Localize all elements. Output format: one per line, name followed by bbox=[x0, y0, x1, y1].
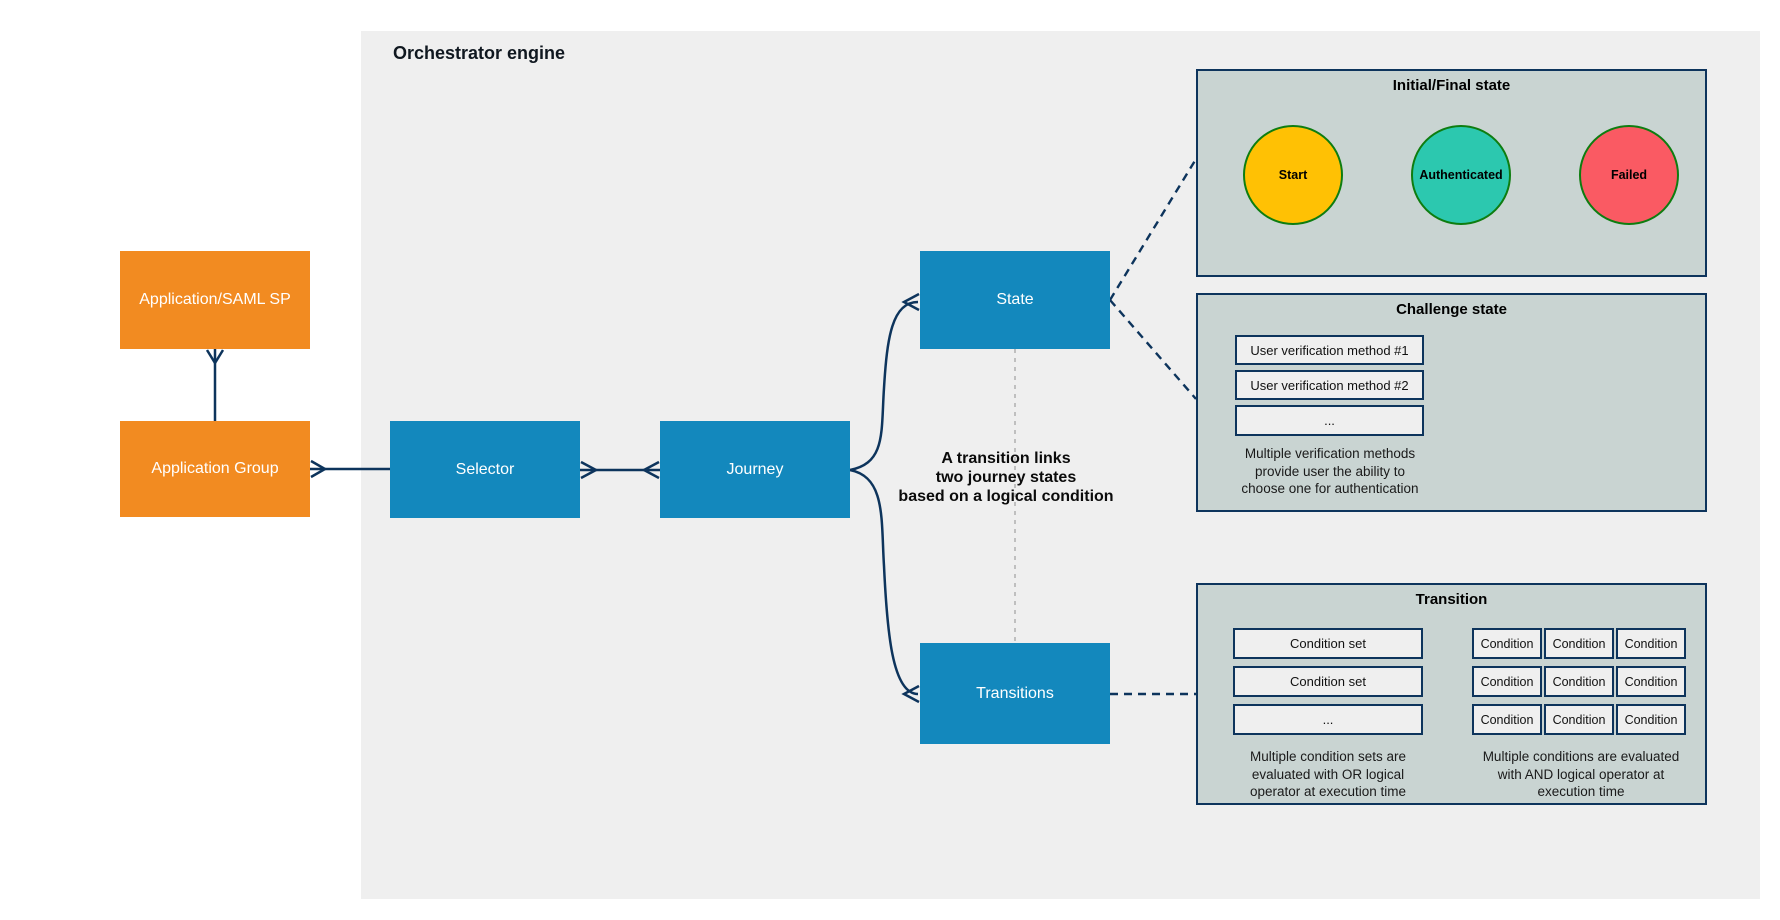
and-caption-line: with AND logical operator at bbox=[1497, 766, 1665, 782]
saml-crowfoot bbox=[205, 349, 225, 366]
transition-annotation-line: based on a logical condition bbox=[898, 488, 1114, 505]
transition-annotation: A transition links two journey states ba… bbox=[876, 449, 1136, 506]
node-journey-label: Journey bbox=[726, 460, 784, 478]
node-application-group-label: Application Group bbox=[151, 460, 279, 477]
condition-label: Condition bbox=[1552, 674, 1606, 689]
condition-label: Condition bbox=[1552, 636, 1606, 651]
state-circle-authenticated-label: Authenticated bbox=[1419, 168, 1503, 182]
state-circle-authenticated: Authenticated bbox=[1411, 125, 1511, 225]
condition-set-label: ... bbox=[1322, 712, 1334, 727]
node-transitions-label: Transitions bbox=[976, 684, 1054, 702]
state-circle-start: Start bbox=[1243, 125, 1343, 225]
node-application-group: Application Group bbox=[120, 421, 310, 517]
condition-cell: Condition bbox=[1544, 666, 1614, 697]
node-application-saml-sp-label: Application/SAML SP bbox=[139, 291, 291, 308]
condition-cell: Condition bbox=[1544, 628, 1614, 659]
node-journey: Journey bbox=[660, 421, 850, 518]
node-selector-label: Selector bbox=[455, 460, 515, 478]
state-circle-failed: Failed bbox=[1579, 125, 1679, 225]
and-caption: Multiple conditions are evaluated with A… bbox=[1456, 748, 1706, 801]
or-caption: Multiple condition sets are evaluated wi… bbox=[1208, 748, 1448, 801]
condition-label: Condition bbox=[1480, 674, 1534, 689]
or-caption-line: Multiple condition sets are bbox=[1249, 749, 1407, 764]
node-application-saml-sp: Application/SAML SP bbox=[120, 251, 310, 349]
node-state: State bbox=[920, 251, 1110, 349]
node-transitions: Transitions bbox=[920, 643, 1110, 744]
panel-transition-title: Transition bbox=[1415, 591, 1488, 608]
condition-cell: Condition bbox=[1544, 704, 1614, 735]
verification-method-label: User verification method #2 bbox=[1250, 377, 1409, 393]
state-circle-start-label: Start bbox=[1278, 168, 1308, 182]
page-title: Orchestrator engine bbox=[393, 43, 566, 63]
condition-set-box: Condition set bbox=[1233, 666, 1423, 697]
panel-challenge-title: Challenge state bbox=[1396, 301, 1507, 318]
condition-cell: Condition bbox=[1616, 666, 1686, 697]
condition-label: Condition bbox=[1624, 712, 1678, 727]
panel-transition: Transition Condition set Condition set .… bbox=[1196, 583, 1707, 805]
condition-cell: Condition bbox=[1472, 704, 1542, 735]
or-caption-line: operator at execution time bbox=[1249, 784, 1407, 799]
verification-method-label: User verification method #1 bbox=[1250, 342, 1409, 358]
condition-label: Condition bbox=[1624, 674, 1678, 689]
challenge-caption-line: choose one for authentication bbox=[1241, 481, 1419, 496]
condition-cell: Condition bbox=[1616, 704, 1686, 735]
node-selector: Selector bbox=[390, 421, 580, 518]
or-caption-line: evaluated with OR logical bbox=[1251, 766, 1405, 782]
transition-annotation-line: A transition links bbox=[941, 450, 1071, 467]
panel-initial-final-title: Initial/Final state bbox=[1392, 77, 1511, 94]
and-caption-line: execution time bbox=[1537, 784, 1625, 799]
verification-method-box: User verification method #1 bbox=[1235, 335, 1424, 365]
condition-set-box: Condition set bbox=[1233, 628, 1423, 659]
condition-set-box: ... bbox=[1233, 704, 1423, 735]
condition-cell: Condition bbox=[1616, 628, 1686, 659]
condition-label: Condition bbox=[1480, 636, 1534, 651]
group-crowfoot bbox=[310, 459, 328, 479]
condition-label: Condition bbox=[1552, 712, 1606, 727]
verification-method-box: ... bbox=[1235, 405, 1424, 436]
panel-challenge-state: Challenge state User verification method… bbox=[1196, 293, 1707, 512]
challenge-caption-line: Multiple verification methods bbox=[1244, 446, 1416, 461]
panel-initial-final-state: Initial/Final state Start Authenticated … bbox=[1196, 69, 1707, 277]
verification-method-box: User verification method #2 bbox=[1235, 370, 1424, 400]
challenge-caption: Multiple verification methods provide us… bbox=[1220, 445, 1440, 498]
condition-set-label: Condition set bbox=[1290, 636, 1366, 651]
verification-method-label: ... bbox=[1324, 413, 1335, 428]
transition-annotation-line: two journey states bbox=[935, 469, 1077, 486]
challenge-caption-line: provide user the ability to bbox=[1254, 463, 1406, 479]
condition-cell: Condition bbox=[1472, 628, 1542, 659]
condition-label: Condition bbox=[1480, 712, 1534, 727]
and-caption-line: Multiple conditions are evaluated bbox=[1482, 749, 1680, 764]
node-state-label: State bbox=[996, 291, 1034, 308]
condition-label: Condition bbox=[1624, 636, 1678, 651]
condition-cell: Condition bbox=[1472, 666, 1542, 697]
state-circle-failed-label: Failed bbox=[1610, 168, 1648, 182]
condition-set-label: Condition set bbox=[1290, 674, 1366, 689]
